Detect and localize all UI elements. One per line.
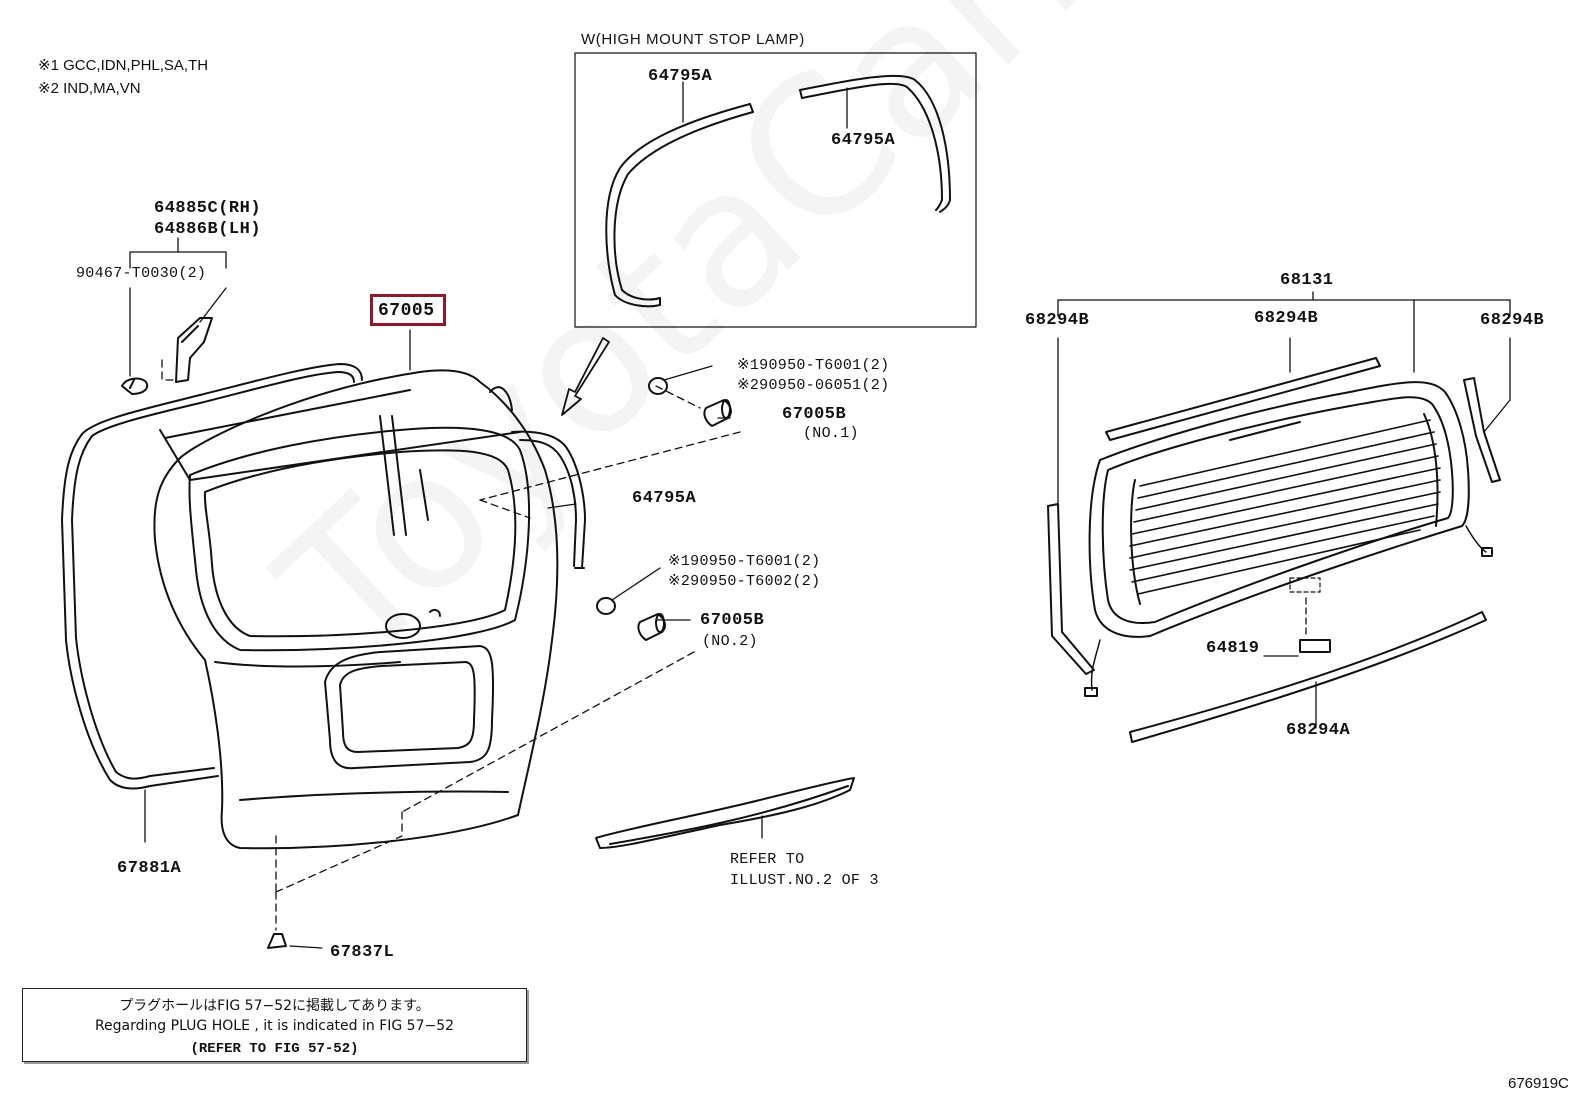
note-reference[interactable]: (REFER TO FIG 57-52) [190, 1041, 359, 1057]
label-67837l[interactable]: 67837L [330, 943, 395, 962]
label-64886b[interactable]: 64886B(LH) [154, 220, 262, 239]
label-67005b-2[interactable]: 67005B [700, 611, 765, 630]
label-64795a-inset-2[interactable]: 64795A [831, 131, 896, 150]
label-67005[interactable]: 67005 [378, 301, 435, 321]
molding-68294b-left [1047, 503, 1095, 675]
hinge-bracket [175, 317, 213, 383]
inset-title: W(HIGH MOUNT STOP LAMP) [581, 31, 805, 48]
leaders-left [129, 237, 763, 949]
label-90467[interactable]: 90467-T0030(2) [76, 265, 207, 282]
weatherstrip-64795a-main [511, 430, 586, 569]
plug-hole-note: プラグホールはFIG 57−52に掲載してあります。 Regarding PLU… [22, 988, 527, 1062]
label-67005b-1[interactable]: 67005B [782, 405, 847, 424]
molding-68294b-right [1463, 377, 1501, 483]
cushion-67005b-2 [637, 613, 666, 641]
molding-68294b-top [1105, 357, 1381, 441]
label-64795a-inset-1[interactable]: 64795A [648, 67, 713, 86]
label-67881a[interactable]: 67881A [117, 859, 182, 878]
label-68131[interactable]: 68131 [1280, 271, 1334, 290]
cushion-67005b-1 [703, 399, 732, 427]
figure-code: 676919C [1508, 1075, 1569, 1092]
note-english: Regarding PLUG HOLE , it is indicated in… [94, 1018, 455, 1034]
label-64819[interactable]: 64819 [1206, 639, 1260, 658]
bolt-90467 [121, 377, 149, 395]
inset-weatherstrip-left [605, 103, 754, 308]
hole-plug-1 [648, 377, 668, 395]
label-plug-1a[interactable]: ※190950-T6001(2) [737, 357, 890, 374]
label-68294a[interactable]: 68294A [1286, 721, 1351, 740]
hole-plug-2 [596, 597, 616, 615]
label-plug-2b[interactable]: ※290950-T6002(2) [668, 573, 821, 590]
back-glass-68131 [1084, 381, 1493, 697]
back-door-67005 [153, 369, 559, 850]
market-note-2: ※2 IND,MA,VN [38, 80, 141, 97]
label-67005b-2-no: (NO.2) [702, 633, 758, 650]
refer-line-2[interactable]: ILLUST.NO.2 OF 3 [730, 872, 879, 889]
molding-68294a-bottom [1129, 611, 1487, 743]
refer-line-1: REFER TO [730, 851, 805, 868]
door-weatherstrip-67881a [61, 363, 363, 790]
arrow-to-door [561, 337, 610, 416]
label-68294b-right[interactable]: 68294B [1480, 311, 1545, 330]
inset-frame [574, 52, 977, 328]
dashed-leaders [161, 359, 741, 931]
label-64885c[interactable]: 64885C(RH) [154, 199, 262, 218]
label-67005b-1-no: (NO.1) [803, 425, 859, 442]
selected-part-highlight [370, 294, 446, 326]
sticker-64819 [1299, 639, 1331, 653]
label-64795a-main[interactable]: 64795A [632, 489, 697, 508]
leaders-right [1057, 291, 1511, 729]
label-68294b-mid[interactable]: 68294B [1254, 309, 1319, 328]
market-note-1: ※1 GCC,IDN,PHL,SA,TH [38, 57, 209, 74]
label-plug-2a[interactable]: ※190950-T6001(2) [668, 553, 821, 570]
inset-weatherstrip-right [799, 74, 951, 213]
label-plug-1b[interactable]: ※290950-06051(2) [737, 377, 890, 394]
note-japanese: プラグホールはFIG 57−52に掲載してあります。 [119, 998, 430, 1014]
label-68294b-left[interactable]: 68294B [1025, 311, 1090, 330]
inset-leaders [682, 81, 848, 129]
spoiler [595, 777, 855, 849]
stopper-67837l [267, 933, 287, 949]
